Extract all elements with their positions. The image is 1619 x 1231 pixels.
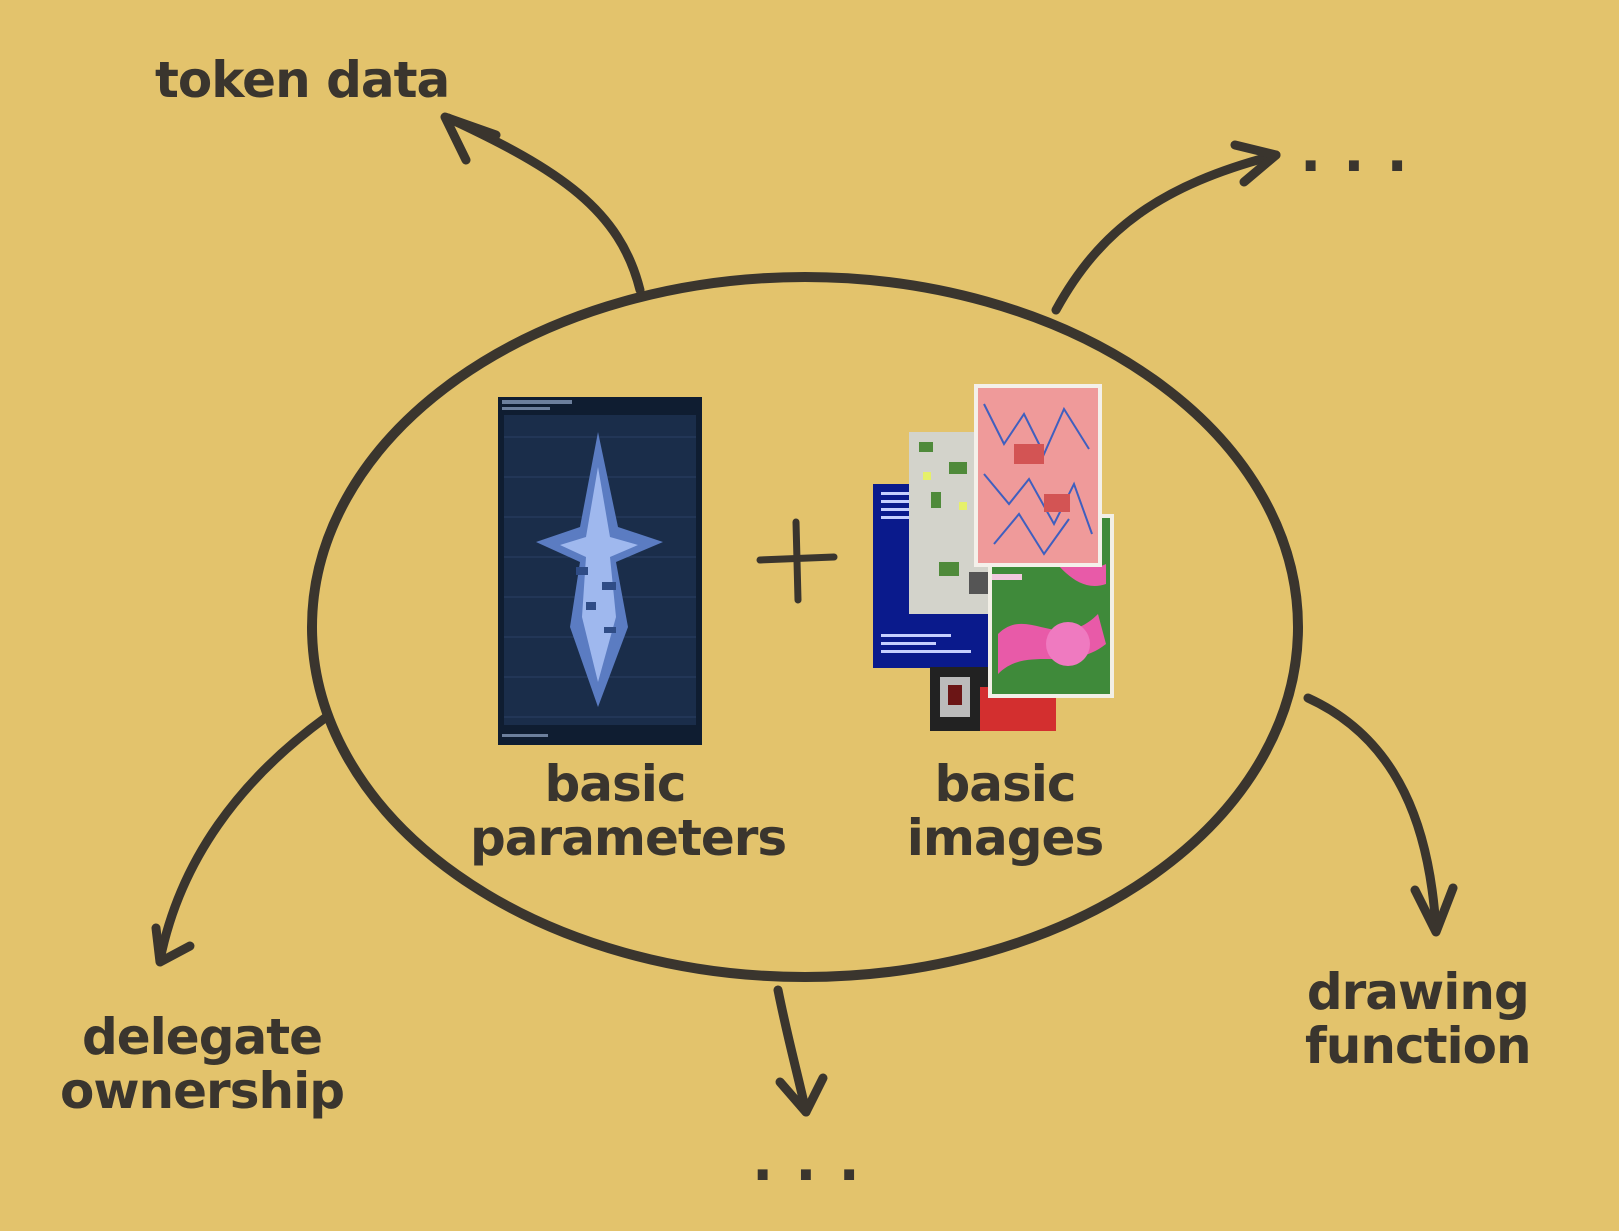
arrow-drawing-function [1303, 693, 1441, 935]
top-right-ellipsis: ... [1300, 120, 1430, 185]
central-ellipse [307, 272, 1303, 982]
basic-parameters-label: basic parameters [470, 755, 787, 867]
delegate-ownership-line1: delegate [81, 1008, 323, 1066]
basic-images-line1: basic [934, 755, 1076, 813]
arrow-delegate-ownership [155, 713, 330, 965]
image-thumb-pink [974, 384, 1102, 567]
arrowhead-token-data [440, 112, 501, 165]
arrowhead-bottom [775, 1073, 828, 1117]
basic-images-label: basic images [905, 757, 1105, 865]
arrowhead-delegate-ownership [151, 923, 195, 967]
plus-sign [756, 518, 838, 604]
basic-images-collage [870, 382, 1120, 740]
arrowhead-top-right [1230, 140, 1281, 187]
basic-parameters-image [498, 397, 702, 745]
token-data-label: token data [155, 51, 450, 109]
drawing-function-line1: drawing [1306, 963, 1530, 1021]
drawing-function-line2: function [1305, 1017, 1532, 1075]
delegate-ownership-line2: ownership [60, 1062, 345, 1120]
basic-images-line2: images [906, 809, 1104, 867]
arrow-token-data [443, 113, 645, 295]
delegate-ownership-label: delegate ownership [60, 1008, 345, 1120]
arrowhead-drawing-function [1410, 883, 1458, 937]
drawing-function-label: drawing function [1305, 963, 1532, 1075]
bottom-ellipsis: ... [752, 1129, 882, 1194]
arrow-top-right [1051, 150, 1281, 315]
basic-parameters-line1: basic [544, 755, 686, 813]
arrow-bottom [773, 985, 811, 1117]
basic-parameters-line2: parameters [470, 809, 787, 867]
